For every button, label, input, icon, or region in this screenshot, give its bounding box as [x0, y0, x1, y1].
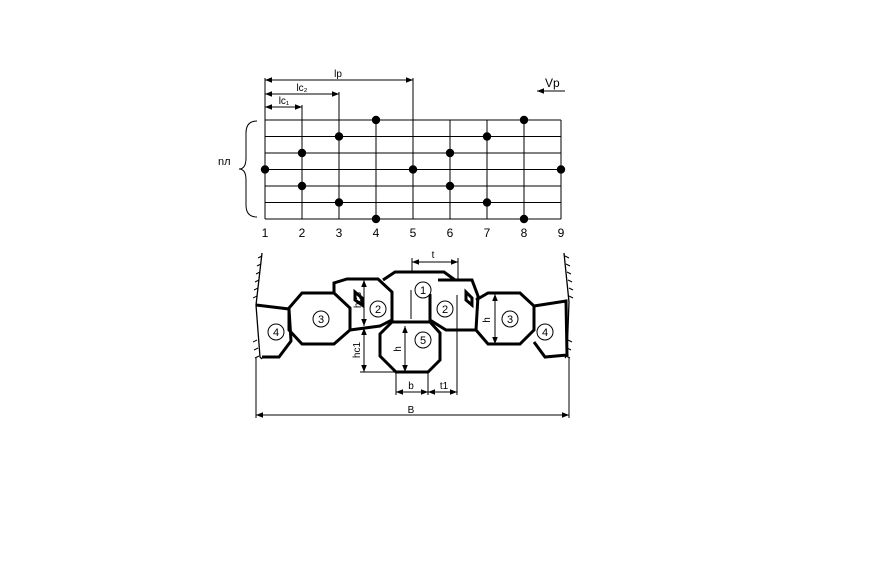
curly-brace-icon — [238, 120, 258, 218]
brace-label: nл — [218, 156, 231, 168]
dim-label-t: t — [432, 250, 435, 261]
zone-number: 3 — [507, 314, 513, 326]
column-number: 3 — [336, 226, 343, 240]
zone-circle — [312, 310, 330, 328]
column-number: 7 — [484, 226, 491, 240]
zone-number: 3 — [318, 314, 324, 326]
zone-number: 2 — [375, 304, 381, 316]
zone-number: 1 — [420, 285, 426, 297]
charge-zone-3-right — [474, 291, 536, 346]
column-number: 2 — [299, 226, 306, 240]
blasthole-dot — [445, 148, 455, 158]
charge-zone-1-top — [382, 270, 456, 282]
blasthole-dot — [482, 132, 492, 141]
velocity-indicator: Vр — [537, 76, 565, 94]
velocity-label: Vр — [545, 76, 560, 90]
spacing-dimensions: lр lс₂ lс₁ — [264, 69, 414, 120]
blasthole-dot — [445, 181, 455, 191]
zone-number: 4 — [273, 327, 279, 339]
blasthole-dot — [297, 148, 307, 158]
dim-label-B: B — [408, 405, 415, 416]
blasthole-dot — [371, 115, 381, 125]
blasthole-dot — [334, 198, 344, 207]
column-number: 4 — [373, 226, 380, 240]
blasthole-dot — [408, 165, 418, 174]
blasthole-dot — [519, 115, 529, 125]
zone-circle — [267, 323, 285, 341]
zone-number: 5 — [420, 335, 426, 347]
dim-label-hc1: hс1 — [352, 342, 363, 359]
column-number: 5 — [410, 226, 417, 240]
zone-circle — [536, 323, 554, 341]
rows-brace: nл — [218, 120, 258, 218]
column-number: 9 — [558, 226, 565, 240]
dim-label-h-right: h — [482, 317, 493, 323]
charge-zone-4-left — [255, 303, 293, 359]
blasthole-dot — [334, 132, 344, 141]
dim-label-lc2: lс₂ — [296, 83, 307, 94]
dim-label-lc1: lс₁ — [279, 96, 290, 107]
charge-zone-3-left — [287, 291, 352, 346]
left-wall — [252, 252, 263, 360]
blasthole-dot — [297, 181, 307, 191]
grid-dots — [260, 115, 566, 224]
blasthole-dot — [260, 165, 270, 174]
blasthole-dot — [519, 214, 529, 224]
blasthole-dot — [371, 214, 381, 224]
dim-label-hc3: hс3 — [353, 292, 364, 309]
zone-circle — [414, 281, 432, 299]
zone-number: 2 — [442, 304, 448, 316]
zone-circle — [501, 310, 519, 328]
column-numbers: 1 2 3 4 5 6 7 8 9 — [262, 226, 565, 240]
charge-zone-5-bottom — [378, 320, 442, 374]
zone-circle — [436, 300, 454, 318]
zone-circle — [369, 300, 387, 318]
dim-label-lp: lр — [334, 69, 342, 80]
blasthole-dot — [556, 165, 566, 174]
charge-zone-2-left — [332, 277, 394, 332]
zone-number: 4 — [542, 327, 548, 339]
dim-label-t1: t1 — [440, 381, 449, 392]
charge-zone-4-right — [532, 299, 569, 359]
zone-circle — [414, 331, 432, 349]
dim-label-b: b — [408, 381, 414, 392]
dim-label-h-center: h — [393, 346, 404, 352]
blasthole-grid: 1 2 3 4 5 6 7 8 9 — [260, 115, 566, 240]
blasthole-dot — [482, 198, 492, 207]
zone-labels: 1 2 2 3 3 4 4 5 — [267, 281, 554, 349]
column-number: 8 — [521, 226, 528, 240]
notch-right — [464, 288, 474, 309]
column-number: 1 — [262, 226, 269, 240]
cross-section: 1 2 2 3 3 4 4 5 t hс3 h h hс1 b t1 B — [252, 250, 574, 418]
column-number: 6 — [447, 226, 454, 240]
